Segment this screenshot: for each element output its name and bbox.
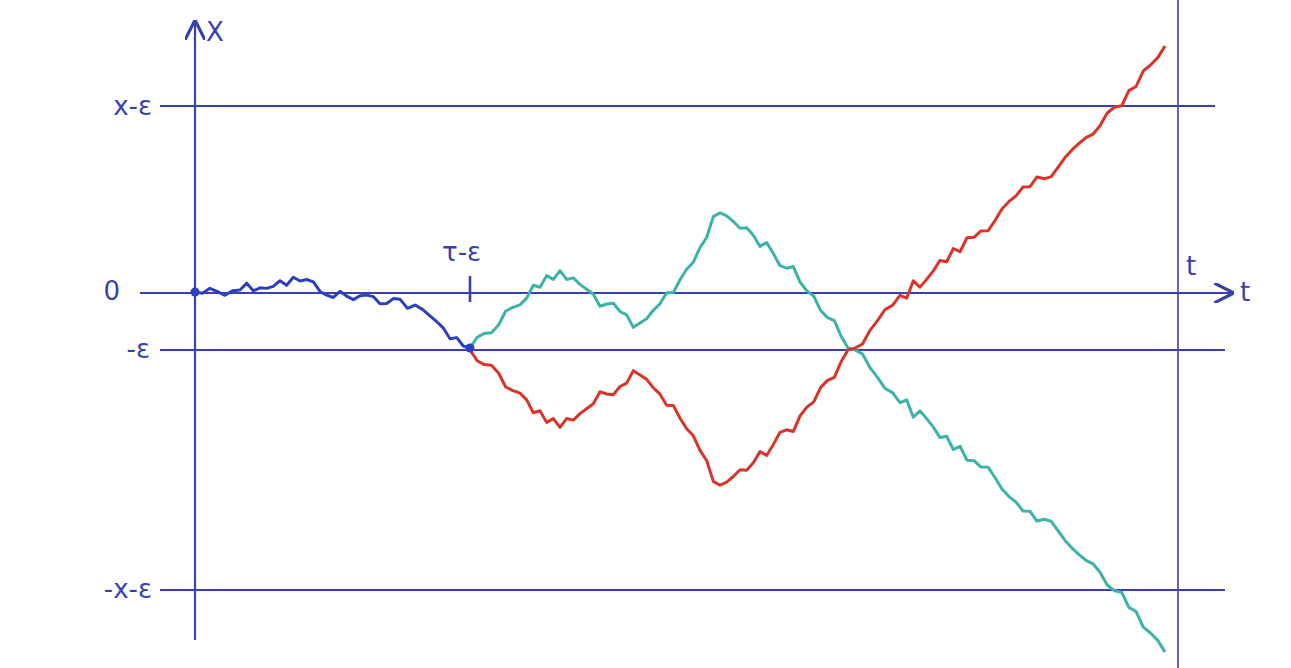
time-marker-line — [1177, 0, 1179, 668]
stopping-time-label: τ-ε — [442, 238, 481, 267]
level-line — [160, 105, 1215, 107]
time-label: t — [1186, 252, 1196, 281]
reflected-path — [470, 213, 1165, 652]
level-line — [160, 349, 1225, 351]
axis-label: X — [206, 18, 224, 47]
tick-mark — [469, 276, 472, 302]
level-line — [160, 589, 1225, 591]
axis-label: t — [1240, 278, 1250, 307]
level-label: 0 — [103, 277, 120, 306]
time-axis — [140, 292, 1232, 294]
level-label: x-ε — [113, 92, 152, 121]
start-dot — [191, 288, 200, 297]
level-label: -ε — [127, 335, 150, 364]
hit-dot — [466, 344, 475, 353]
level-label: -x-ε — [104, 575, 152, 604]
vertical-axis — [194, 22, 196, 640]
initial-path — [195, 277, 470, 348]
brownian-path — [470, 46, 1165, 485]
